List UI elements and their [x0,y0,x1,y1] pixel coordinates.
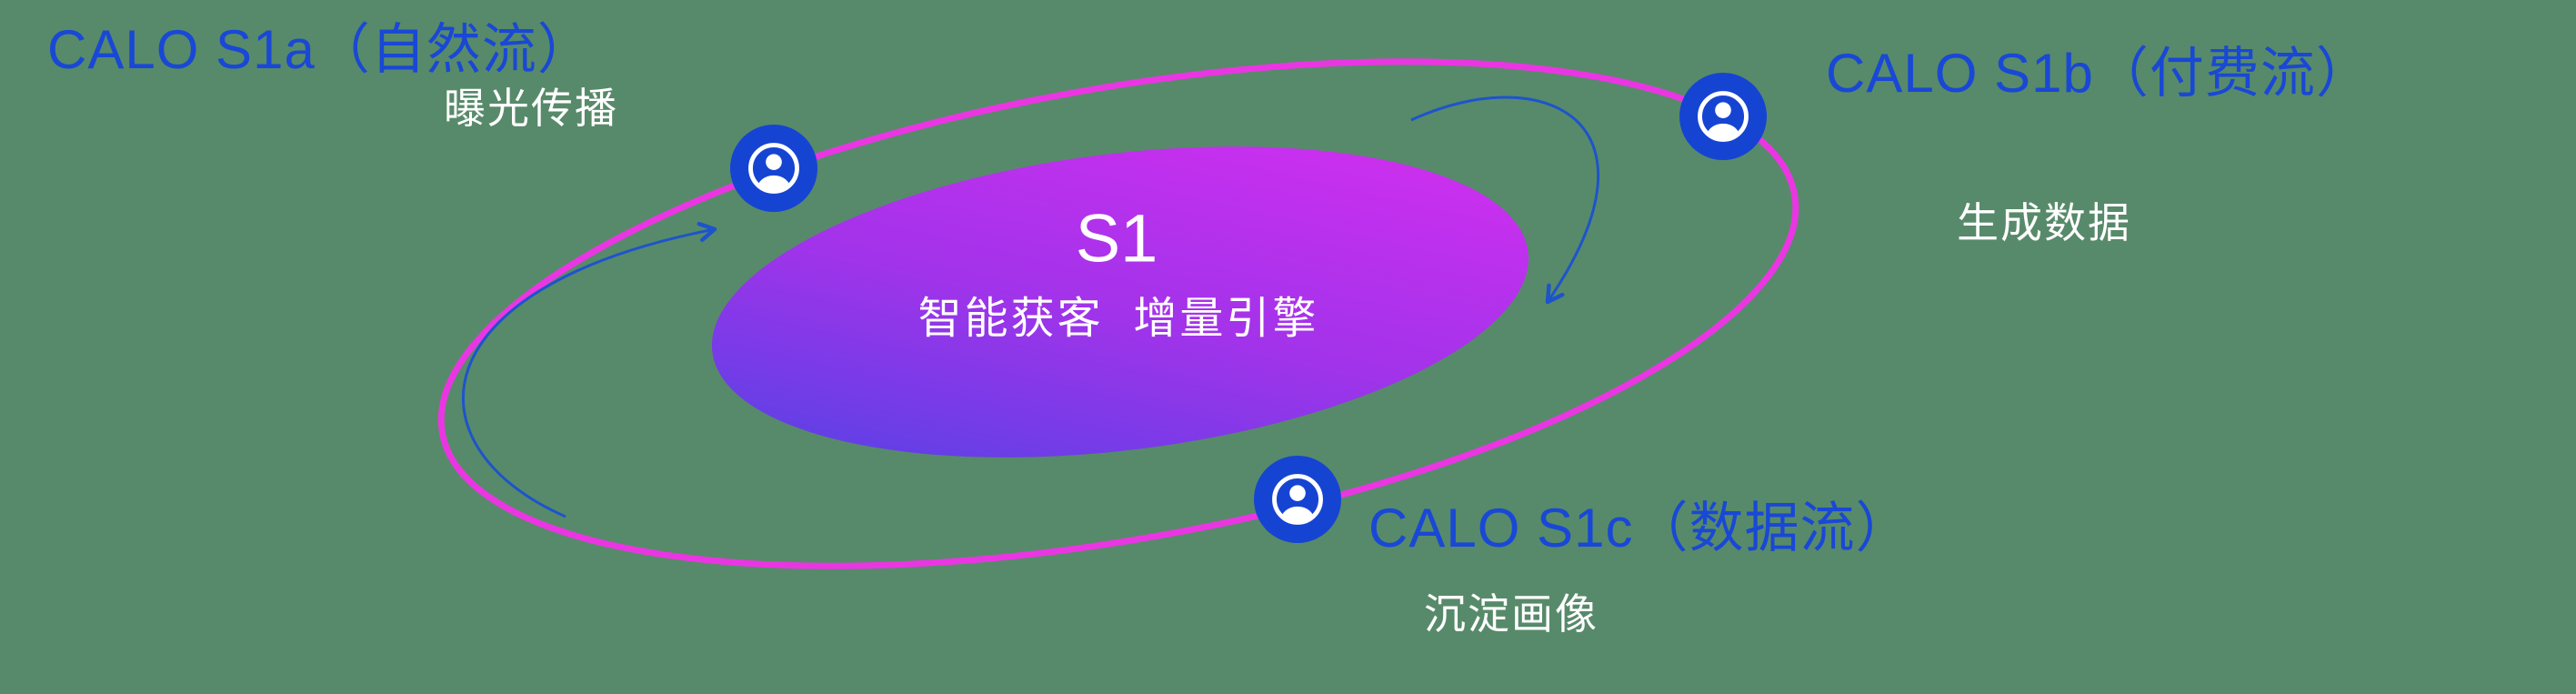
node-s1a [729,124,818,213]
core-ellipse [711,146,1529,458]
label-s1a: CALO S1a（自然流） [47,19,593,80]
user-icon [1679,72,1768,161]
node-s1b [1679,72,1768,161]
flow-arrow-right [1410,96,1600,305]
user-icon [729,124,818,213]
sublabel-s1c: 沉淀画像 [1424,590,1599,638]
node-s1c [1253,455,1342,544]
orbit-ring [437,58,1799,569]
label-s1b: CALO S1b（付费流） [1826,43,2371,104]
user-icon [1253,455,1342,544]
flow-arrow-left [461,221,717,518]
sublabel-s1a: 曝光传播 [444,85,618,132]
core-title: S1 [1075,200,1158,277]
core-subtitle: 智能获客 增量引擎 [917,295,1319,343]
sublabel-s1b: 生成数据 [1957,199,2131,246]
label-s1c: CALO S1c（数据流） [1368,498,1911,558]
